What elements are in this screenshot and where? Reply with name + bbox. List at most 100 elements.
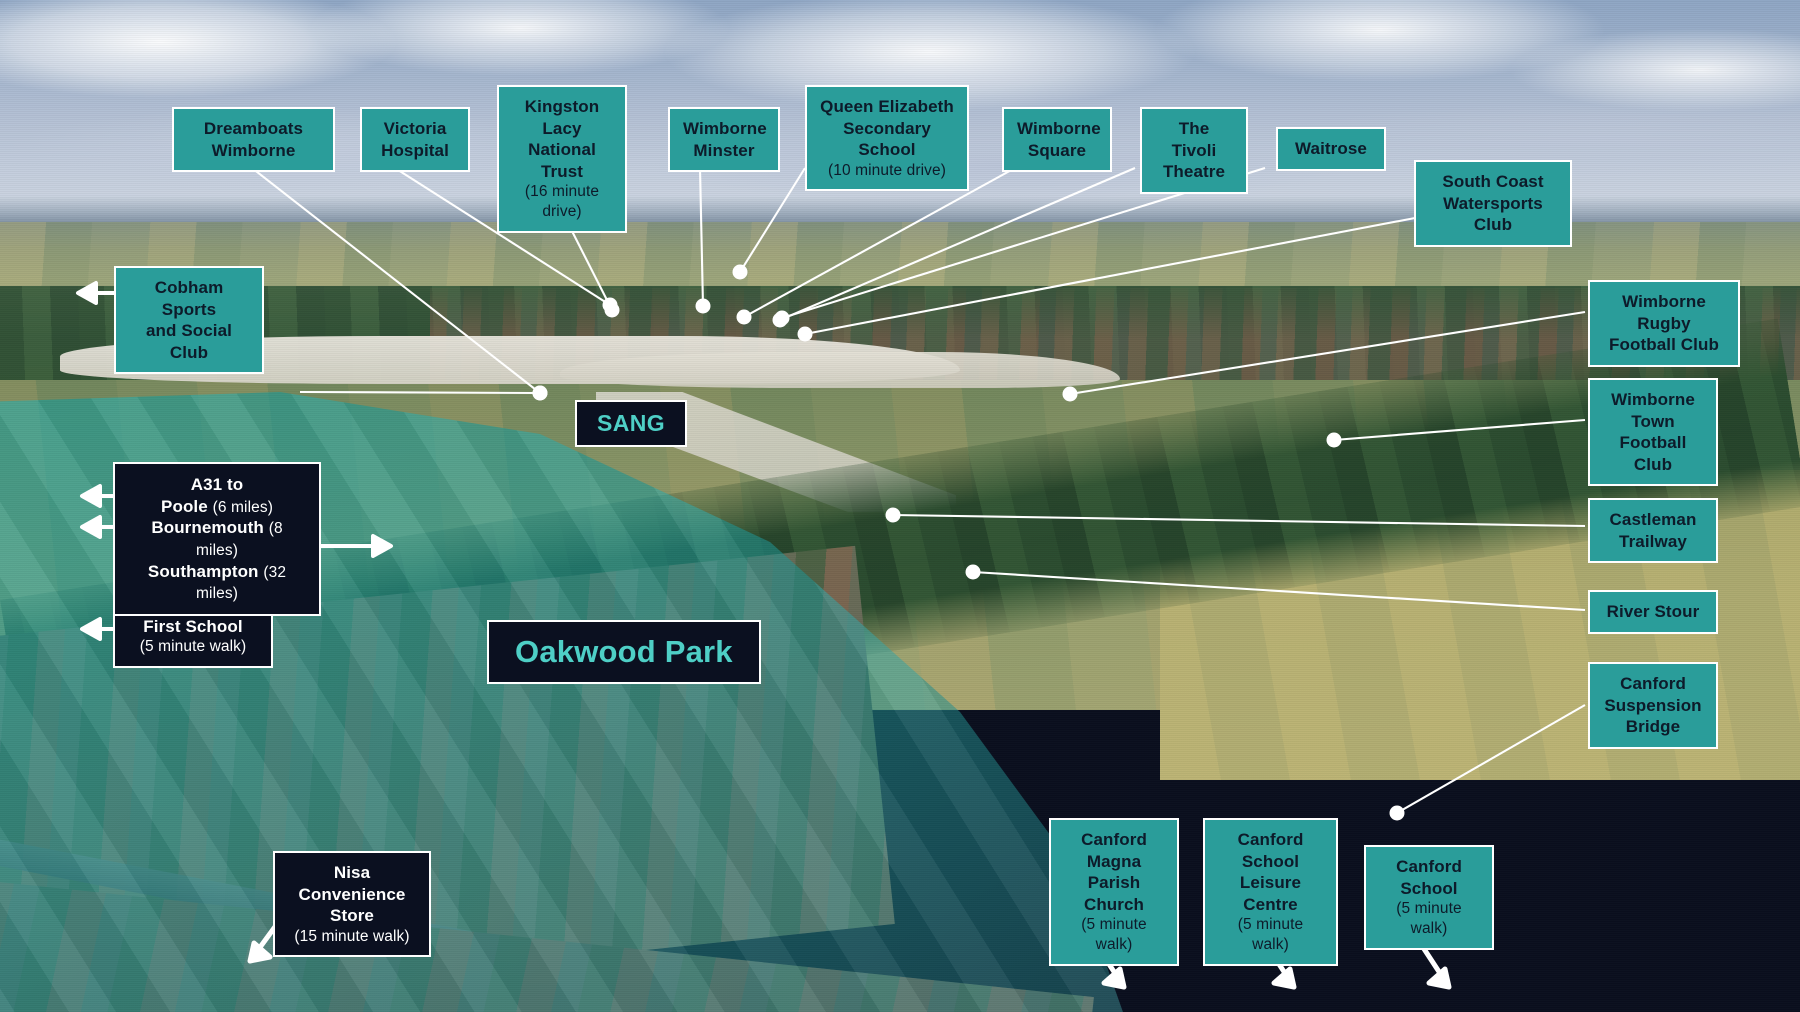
sang-area-title: SANG	[575, 400, 688, 447]
label-line-1: Canford	[1396, 857, 1462, 876]
label-river-stour[interactable]: River Stour	[1588, 590, 1718, 634]
label-line-1: The Tivoli	[1171, 119, 1217, 160]
label-line-1: Wimborne Rugby	[1622, 292, 1706, 333]
sang-title-text: SANG	[597, 410, 666, 436]
dot-castleman-trailway	[885, 507, 901, 523]
label-queen-elizabeth-secondary-school[interactable]: Queen Elizabeth Secondary School (10 min…	[805, 85, 969, 192]
label-wimborne-rugby-football-club[interactable]: Wimborne Rugby Football Club	[1588, 280, 1740, 367]
label-line-2: National Trust	[528, 140, 596, 181]
label-line-2: Trailway	[1619, 531, 1687, 551]
label-canford-suspension-bridge[interactable]: Canford Suspension Bridge	[1588, 662, 1718, 749]
label-line-2: Store	[330, 906, 374, 926]
leader-river-stour	[972, 570, 1586, 612]
a31-destination-name: Bournemouth	[151, 518, 264, 538]
dot-cobham-sports	[532, 385, 548, 401]
leader-tivoli	[779, 167, 1136, 321]
label-line-3: Church	[1083, 894, 1145, 914]
label-line-1: Dreamboats	[203, 119, 304, 138]
label-line-1: Canford	[1620, 674, 1686, 693]
label-line-2: Wimborne	[211, 140, 296, 160]
dot-canford-suspension-bridge	[1389, 805, 1405, 821]
label-note: (15 minute walk)	[294, 927, 410, 945]
label-kingston-lacy-national-trust[interactable]: Kingston Lacy National Trust (16 minute …	[497, 85, 627, 233]
label-canford-school-leisure-centre[interactable]: Canford School Leisure Centre (5 minute …	[1203, 818, 1338, 966]
leader-dot-group	[532, 264, 1405, 821]
label-line-1: Nisa Convenience	[298, 863, 406, 904]
oakwood-park-title: Oakwood Park	[487, 620, 761, 684]
dot-wimborne-minster	[695, 298, 711, 314]
label-line-1: River Stour	[1606, 602, 1700, 621]
a31-destination-distance: (8 miles)	[196, 520, 283, 559]
leader-canford-suspension-bridge	[1396, 704, 1586, 814]
label-canford-school[interactable]: Canford School (5 minute walk)	[1364, 845, 1494, 950]
label-canford-magna-parish-church[interactable]: Canford Magna Parish Church (5 minute wa…	[1049, 818, 1179, 966]
leader-cobham-sports	[299, 390, 541, 395]
label-line-1: Kingston Lacy	[524, 97, 600, 138]
label-line-2: Hospital	[381, 140, 449, 160]
leader-wimborne-minster	[698, 167, 705, 307]
label-line-3: Centre	[1243, 894, 1298, 914]
label-waitrose[interactable]: Waitrose	[1276, 127, 1386, 171]
arrow-right-southampton	[305, 534, 415, 558]
leader-line-group	[251, 166, 1586, 814]
label-line-2: Secondary School	[843, 118, 931, 160]
label-wimborne-minster[interactable]: Wimborne Minster	[668, 107, 780, 173]
label-line-1: South Coast	[1442, 172, 1544, 191]
dot-queen-elizabeth	[732, 264, 748, 280]
leader-queen-elizabeth	[739, 167, 806, 273]
label-cobham-sports-and-social-club[interactable]: Cobham Sports and Social Club	[114, 266, 264, 375]
label-line-1: Canford	[1237, 830, 1304, 849]
label-line-2: First School	[143, 616, 243, 636]
label-dreamboats-wimborne[interactable]: Dreamboats Wimborne	[172, 107, 335, 173]
label-line-2: Minster	[693, 140, 755, 160]
label-line-1: Waitrose	[1295, 139, 1367, 158]
dot-wimborne-town-fc	[1326, 432, 1342, 448]
leader-wimborne-town-fc	[1333, 418, 1586, 442]
label-line-3: Bridge	[1625, 717, 1681, 737]
label-line-1: Cobham Sports	[154, 278, 224, 319]
label-line-2: Theatre	[1162, 162, 1226, 182]
dot-kingston-lacy	[604, 302, 620, 318]
label-note: (5 minute walk)	[1396, 900, 1462, 937]
label-line-1: Wimborne	[1017, 119, 1101, 138]
a31-destination-name: Poole	[161, 496, 208, 516]
label-line-1: Victoria	[383, 119, 447, 138]
label-line-3: Club	[1633, 454, 1673, 474]
label-line-1: Wimborne	[683, 119, 767, 138]
a31-destination-row-southampton: Southampton (32 miles)	[129, 561, 305, 604]
label-castleman-trailway[interactable]: Castleman Trailway	[1588, 498, 1718, 564]
label-note: (5 minute walk)	[1237, 916, 1304, 953]
label-line-2: and Social Club	[145, 321, 233, 362]
leader-wimborne-square	[743, 167, 1016, 318]
label-note: (5 minute walk)	[139, 638, 247, 656]
label-note: (10 minute drive)	[828, 161, 946, 179]
label-line-1: Wimborne	[1611, 390, 1695, 409]
a31-heading: A31 to	[190, 475, 244, 494]
label-south-coast-watersports-club[interactable]: South Coast Watersports Club	[1414, 160, 1572, 247]
leader-castleman-trailway	[892, 513, 1586, 528]
leader-dreamboats	[251, 167, 541, 394]
a31-destination-name: Southampton	[147, 561, 259, 581]
label-wimborne-town-football-club[interactable]: Wimborne Town Football Club	[1588, 378, 1718, 487]
dot-waitrose	[774, 310, 790, 326]
label-line-1: Canford	[1081, 830, 1147, 849]
label-line-2: School Leisure	[1239, 851, 1302, 893]
label-line-2: Suspension	[1604, 695, 1702, 715]
label-a31-directions[interactable]: A31 to Poole (6 miles) Bournemouth (8 mi…	[113, 462, 321, 616]
a31-destination-distance: (32 miles)	[196, 563, 287, 603]
label-line-2: School	[1400, 878, 1458, 898]
a31-destination-distance: (6 miles)	[212, 498, 273, 516]
label-line-1: Castleman	[1609, 510, 1697, 529]
label-nisa-convenience-store[interactable]: Nisa Convenience Store (15 minute walk)	[273, 851, 431, 958]
label-line-2: Football Club	[1609, 335, 1719, 355]
label-line-2: Square	[1027, 140, 1087, 160]
sang-open-space-secondary	[560, 352, 1120, 388]
label-line-2: Town Football	[1619, 411, 1687, 453]
label-victoria-hospital[interactable]: Victoria Hospital	[360, 107, 470, 173]
label-the-tivoli-theatre[interactable]: The Tivoli Theatre	[1140, 107, 1248, 194]
label-line-2: Magna Parish	[1086, 851, 1142, 893]
dot-wimborne-rugby	[1062, 386, 1078, 402]
label-wimborne-square[interactable]: Wimborne Square	[1002, 107, 1112, 173]
dot-river-stour	[965, 564, 981, 580]
